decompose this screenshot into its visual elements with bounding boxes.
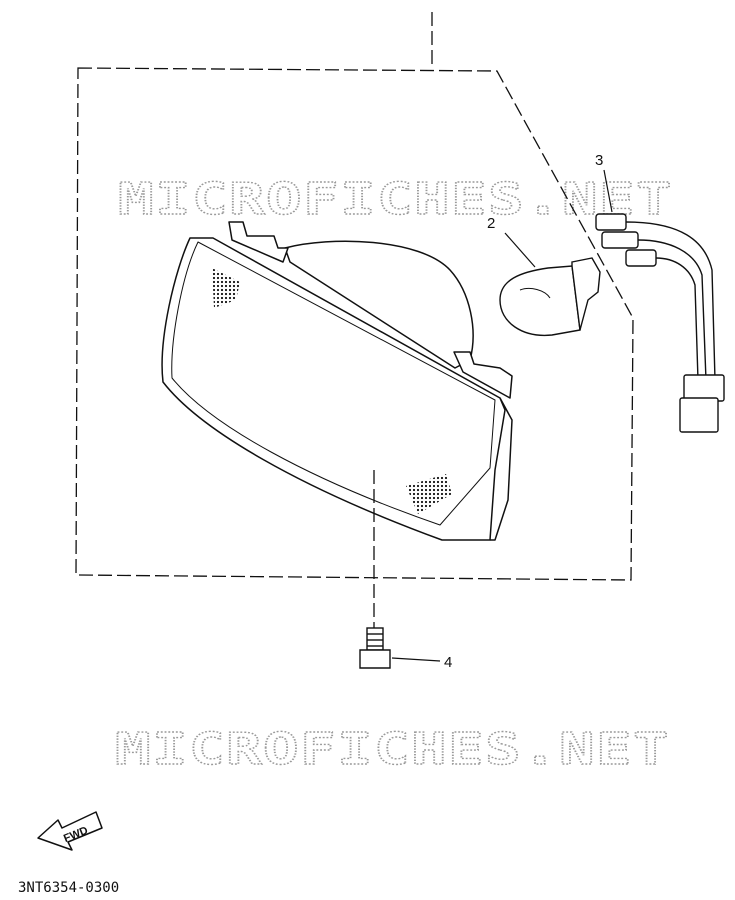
lamp-housing (161, 221, 513, 541)
watermark-top: MICROFICHES.NET (118, 174, 673, 225)
leader-line-3 (603, 169, 613, 213)
bulb (499, 257, 601, 337)
assembly-boundary (75, 67, 634, 581)
leader-line-2 (504, 232, 536, 268)
reflector-hatch-upper (212, 268, 240, 308)
forward-direction-arrow: FWD (37, 811, 103, 851)
callout-2: 2 (487, 215, 495, 232)
socket-harness (595, 213, 725, 433)
reflector-hatch-lower (406, 474, 452, 514)
watermark-bottom: MICROFICHES.NET (115, 724, 670, 775)
callout-4: 4 (444, 654, 452, 671)
screw (359, 627, 391, 669)
diagram-code: 3NT6354-0300 (18, 880, 119, 896)
leader-line-4 (391, 657, 441, 662)
callout-3: 3 (595, 152, 603, 169)
